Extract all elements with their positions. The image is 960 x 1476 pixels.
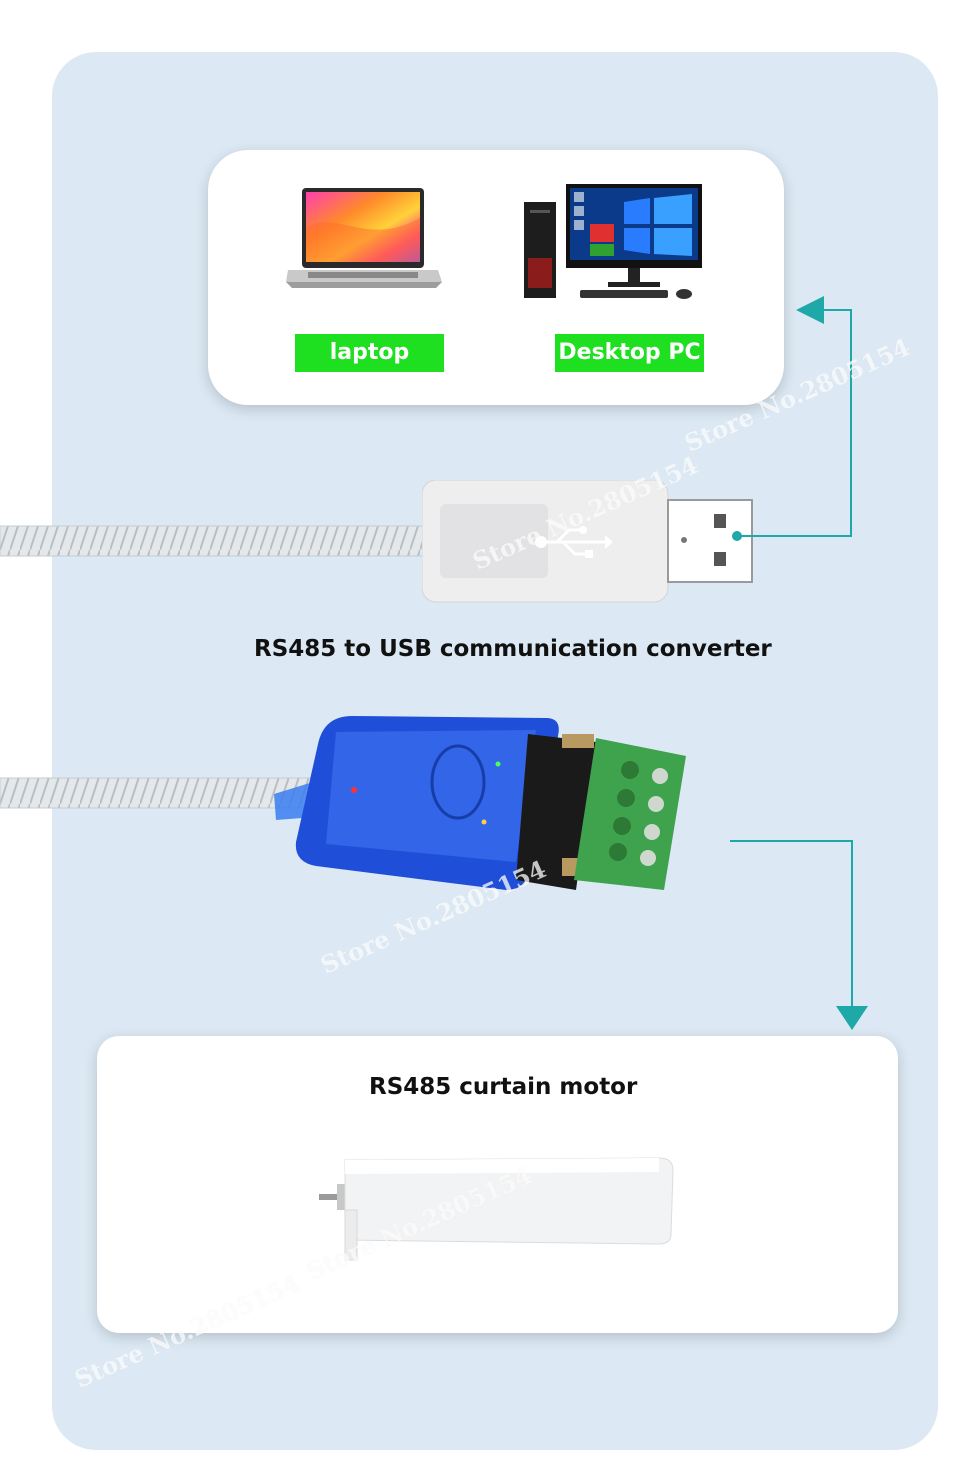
laptop-label: laptop (295, 334, 444, 372)
adapter-cable (0, 777, 320, 809)
rs485-adapter (274, 716, 686, 890)
arrow-to-motor (730, 840, 868, 1030)
laptop-icon (286, 188, 442, 288)
desktop-pc-icon (524, 184, 702, 299)
usb-symbol-icon (535, 526, 613, 558)
curtain-motor (319, 1157, 674, 1261)
usb-cable (0, 525, 440, 557)
arrow-to-computers (732, 296, 852, 541)
computer-devices-card: laptop Desktop PC (208, 150, 784, 405)
desktop-pc-label: Desktop PC (555, 334, 704, 372)
curtain-motor-card: RS485 curtain motor (97, 1036, 898, 1333)
converter-title: RS485 to USB communication converter (254, 636, 772, 662)
motor-title: RS485 curtain motor (369, 1074, 638, 1100)
